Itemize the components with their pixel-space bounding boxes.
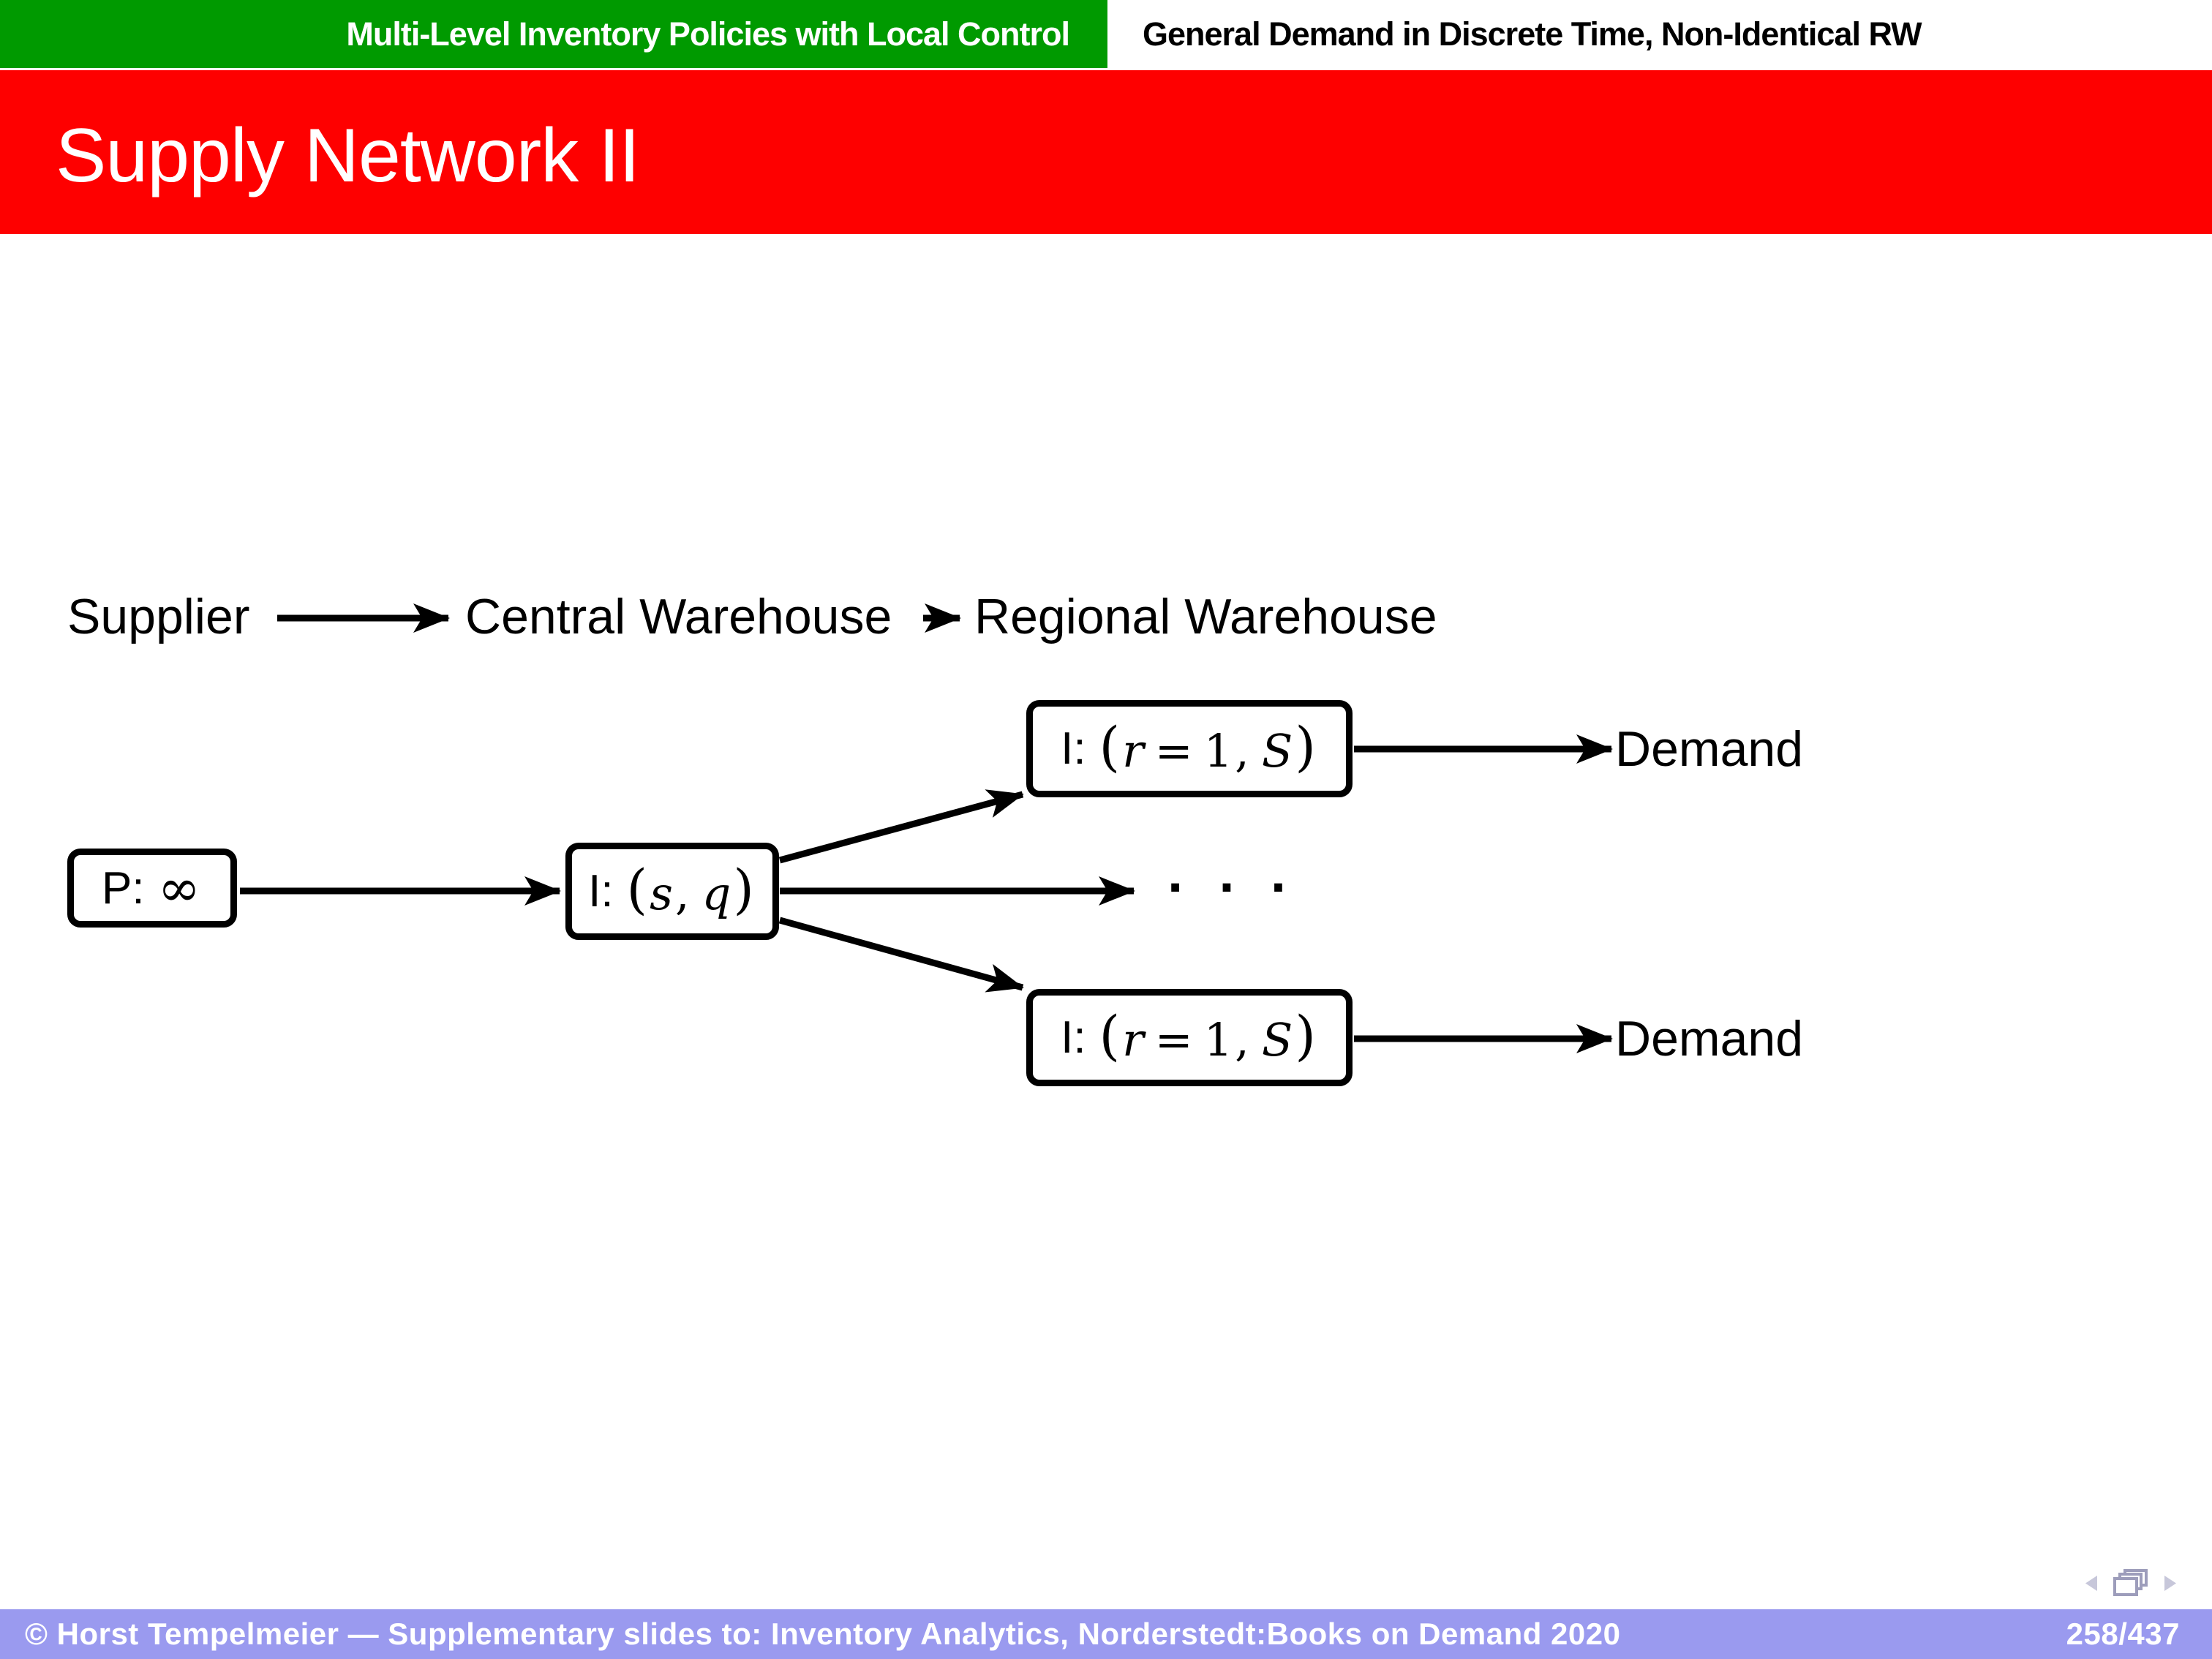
close-paren: ) bbox=[1295, 716, 1318, 778]
comma: , bbox=[1235, 1013, 1252, 1066]
header-subsection-label: General Demand in Discrete Time, Non-Ide… bbox=[1143, 15, 1922, 53]
header-section-area: Multi-Level Inventory Policies with Loca… bbox=[0, 0, 1107, 68]
var-r: r bbox=[1122, 1013, 1146, 1066]
node-central-warehouse-box: I: (s,q) bbox=[565, 843, 779, 940]
var-s: s bbox=[650, 867, 675, 920]
value-one: 1 bbox=[1203, 724, 1235, 778]
node-central-prefix: I: bbox=[588, 866, 614, 917]
value-one: 1 bbox=[1203, 1013, 1235, 1066]
header-section-label: Multi-Level Inventory Policies with Loca… bbox=[346, 15, 1070, 53]
nav-back-icon[interactable] bbox=[2085, 1575, 2097, 1591]
echelon-label-supplier: Supplier bbox=[67, 589, 250, 644]
var-S: S bbox=[1261, 724, 1295, 778]
node-supplier-box: P: ∞ bbox=[67, 849, 237, 928]
nav-frames-icon[interactable] bbox=[2113, 1569, 2148, 1597]
echelon-label-regional-warehouse: Regional Warehouse bbox=[974, 589, 1437, 644]
infinity-symbol: ∞ bbox=[157, 858, 203, 918]
arrow-central-node-to-regional-top bbox=[778, 789, 1024, 864]
equals-sign: = bbox=[1154, 1013, 1195, 1066]
close-paren: ) bbox=[1295, 1005, 1318, 1067]
slide-title-bar: Supply Network II bbox=[0, 70, 2212, 234]
node-regional-warehouse-bottom-box: I: (r=1,S) bbox=[1026, 989, 1353, 1086]
echelon-label-central-warehouse: Central Warehouse bbox=[465, 589, 892, 644]
close-paren: ) bbox=[733, 859, 756, 921]
node-regional-bottom-prefix: I: bbox=[1061, 1012, 1086, 1063]
node-supplier-prefix: P: bbox=[102, 862, 145, 914]
header-bar: Multi-Level Inventory Policies with Loca… bbox=[0, 0, 2212, 68]
demand-label-bottom: Demand bbox=[1615, 1011, 1804, 1066]
footer-bar: © Horst Tempelmeier — Supplementary slid… bbox=[0, 1609, 2212, 1659]
slide-title: Supply Network II bbox=[56, 113, 640, 198]
header-subsection-area: General Demand in Discrete Time, Non-Ide… bbox=[1107, 0, 2212, 68]
demand-label-top: Demand bbox=[1615, 721, 1804, 777]
equals-sign: = bbox=[1154, 724, 1195, 778]
node-regional-top-policy: (r=1,S) bbox=[1099, 716, 1318, 780]
footer-copyright: © Horst Tempelmeier — Supplementary slid… bbox=[25, 1617, 1621, 1651]
footer-page-indicator: 258/437 bbox=[2066, 1617, 2180, 1651]
node-regional-top-prefix: I: bbox=[1061, 723, 1086, 774]
var-r: r bbox=[1122, 724, 1146, 778]
node-regional-warehouse-top-box: I: (r=1,S) bbox=[1026, 700, 1353, 797]
nav-forward-icon[interactable] bbox=[2164, 1575, 2176, 1591]
var-S: S bbox=[1261, 1013, 1295, 1066]
open-paren: ( bbox=[1099, 1005, 1123, 1067]
open-paren: ( bbox=[1099, 716, 1123, 778]
node-central-policy: (s,q) bbox=[626, 859, 756, 922]
node-regional-bottom-policy: (r=1,S) bbox=[1099, 1005, 1318, 1069]
arrow-central-node-to-regional-bottom bbox=[778, 917, 1024, 993]
comma: , bbox=[674, 867, 692, 920]
open-paren: ( bbox=[626, 859, 650, 921]
beamer-navigation bbox=[2085, 1565, 2176, 1600]
comma: , bbox=[1235, 724, 1252, 778]
var-q: q bbox=[701, 867, 734, 920]
ellipsis-more-warehouses: · · · bbox=[1167, 857, 1298, 919]
